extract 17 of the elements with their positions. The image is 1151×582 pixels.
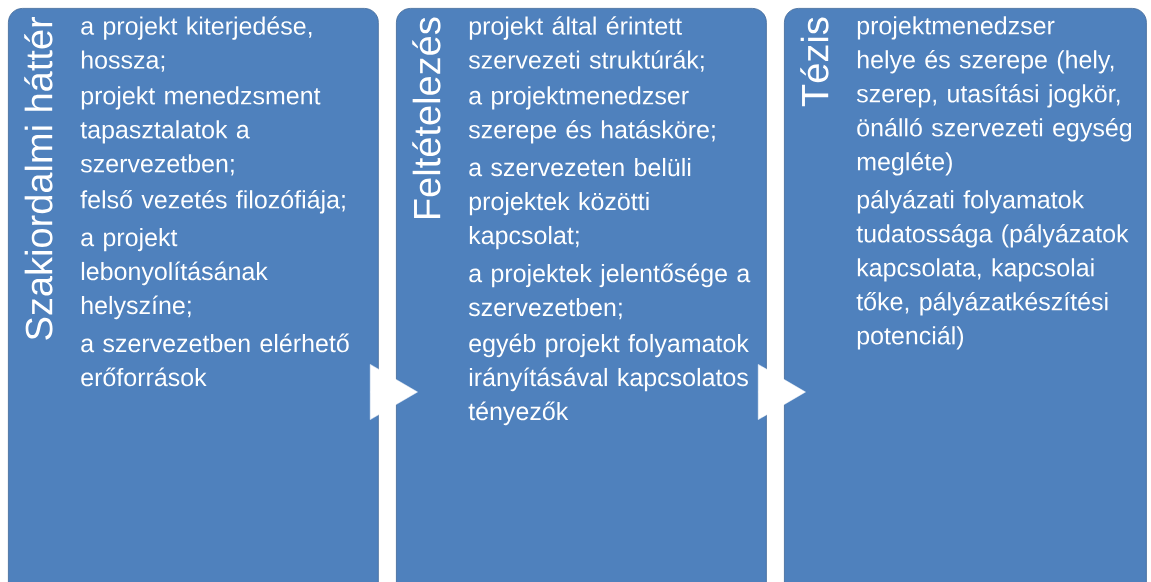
body-text: projekt által érintett szervezeti struktúrák; xyxy=(468,16,704,72)
body-text: projekt menedzsment tapasztalatok a szervezetben; xyxy=(80,86,321,176)
body-text: projektmenedzser helye és szerepe (hely, szerep, utasítási jogkör, önálló szervezeti egység megléte) xyxy=(856,16,1132,176)
arrow xyxy=(757,364,806,420)
body-text: a szervezetben elérhető erőforrások xyxy=(81,333,349,387)
vertical-heading: Tézis xyxy=(800,17,829,107)
body-text: a projektmenedzser szerepe és hatásköre; xyxy=(468,86,715,144)
body-text: a projektek jelentősége a szervezetben; xyxy=(468,263,751,320)
arrow xyxy=(369,364,418,420)
body-text: egyéb projekt folyamatok irányításával kapcsolatos tényezők xyxy=(468,333,749,426)
body-text: a projekt kiterjedése, hossza; xyxy=(81,16,312,72)
body-text: a projekt lebonyolításának helyszíne; xyxy=(81,227,268,320)
body-text: pályázati folyamatok tudatossága (pályázatok kapcsolata, kapcsolai tőke, pályázatkészítési potenciál) xyxy=(856,189,1129,350)
body-text: a szervezeten belüli projektek közötti kapcsolat; xyxy=(469,157,691,250)
vertical-heading: Szakiordalmi háttér xyxy=(24,16,53,340)
vertical-heading: Feltételezés xyxy=(412,17,441,218)
body-text: felső vezetés filozófiája; xyxy=(80,189,345,214)
